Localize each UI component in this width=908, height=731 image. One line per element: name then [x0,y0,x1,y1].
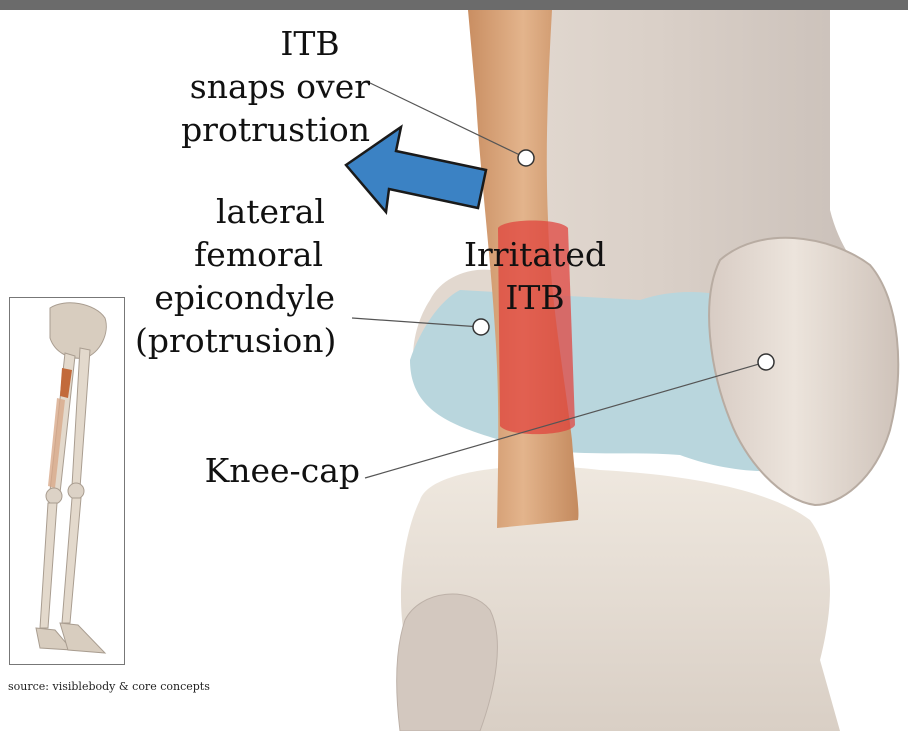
fibula-head [397,594,498,731]
kneecap-label-text: Knee-cap [190,449,360,492]
epicondyle-label-line2: femoral [135,233,335,276]
itb-label-line1: ITB [170,22,370,65]
kneecap-label: Knee-cap [190,449,360,492]
epicondyle-label: lateral femoral epicondyle (protrusion) [135,190,335,362]
epicondyle-label-line1: lateral [135,190,335,233]
inset-leg-skeleton [9,297,125,665]
itb-marker [518,150,534,166]
itb-snaps-label: ITB snaps over protrustion [170,22,370,151]
source-credit: source: visiblebody & core concepts [8,680,210,693]
epicondyle-label-line3: epicondyle [135,276,335,319]
itb-label-line2: snaps over [170,65,370,108]
irritated-label-line1: Irritated [460,233,610,276]
leg-skeleton-drawing [10,298,124,664]
irritated-itb-label: Irritated ITB [460,233,610,319]
itb-label-line3: protrustion [170,108,370,151]
irritated-label-line2: ITB [460,276,610,319]
epicondyle-label-line4: (protrusion) [135,319,335,362]
kneecap-marker [758,354,774,370]
epicondyle-marker [473,319,489,335]
